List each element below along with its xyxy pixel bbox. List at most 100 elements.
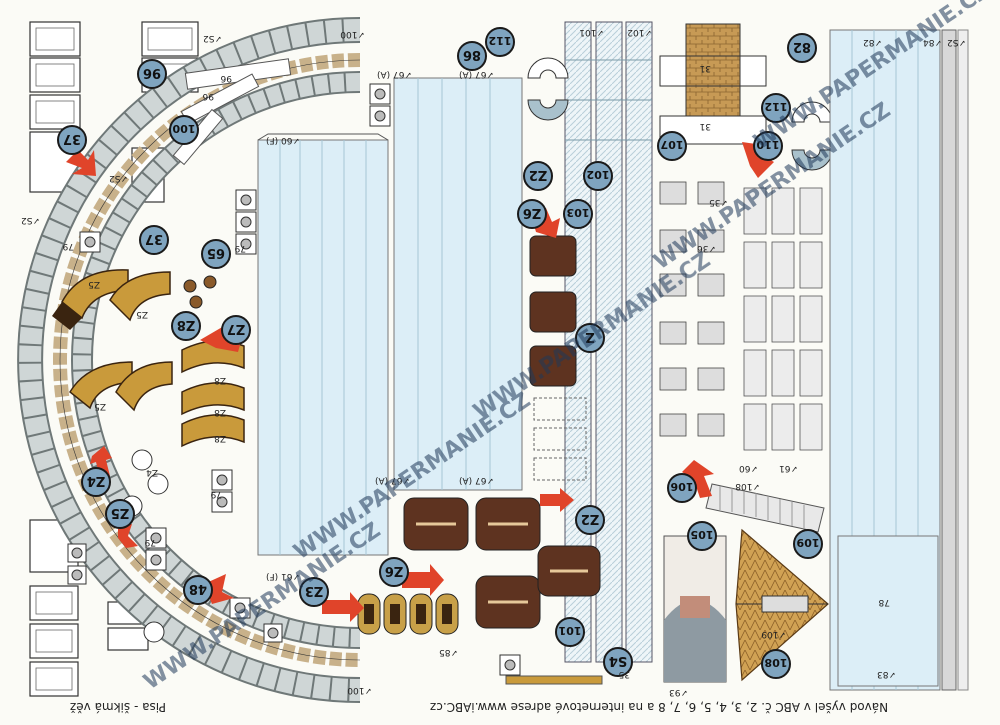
part-label: 79 bbox=[234, 243, 246, 253]
part-label: ✓67 (A) bbox=[375, 475, 410, 485]
part-badge: 109 bbox=[793, 529, 823, 559]
part-badge: 48 bbox=[183, 575, 213, 605]
part-label: 31 bbox=[700, 63, 711, 73]
inner-arch-ring bbox=[71, 71, 361, 649]
part-badge: S4 bbox=[603, 647, 633, 677]
part-label: ✓83 bbox=[877, 669, 896, 679]
badge-circle bbox=[787, 33, 817, 63]
part-label: ✓67 (A) bbox=[377, 69, 412, 79]
part-label: ✓61 (F) bbox=[266, 571, 300, 581]
badge-label: 106 bbox=[670, 480, 693, 493]
part-label: ✓101 bbox=[579, 27, 604, 37]
badge-circle bbox=[171, 311, 201, 341]
badge-circle bbox=[105, 499, 135, 529]
part-label: ✓100 bbox=[340, 29, 365, 39]
badge-circle bbox=[81, 467, 111, 497]
badge-circle bbox=[299, 577, 329, 607]
badge-circle bbox=[169, 115, 199, 145]
part-label: Z8 bbox=[214, 375, 226, 385]
badge-circle bbox=[603, 647, 633, 677]
part-label: ✓S2 bbox=[109, 173, 128, 183]
badge-label: 103 bbox=[567, 206, 590, 219]
arrow-icon bbox=[66, 150, 96, 176]
part-label: Z5 bbox=[136, 309, 148, 319]
part-badge: 112 bbox=[485, 27, 515, 57]
badge-label: 108 bbox=[765, 656, 788, 669]
roof-cone bbox=[735, 528, 829, 682]
gold-strip bbox=[505, 675, 603, 685]
panel-60F bbox=[257, 133, 389, 556]
part-label: ✓102 bbox=[627, 27, 652, 37]
part-label: ✓35 bbox=[709, 197, 728, 207]
badge-label: 48 bbox=[189, 581, 207, 596]
square-pieces-79 bbox=[67, 83, 521, 676]
stair-strip-108 bbox=[705, 483, 825, 533]
badge-circle bbox=[575, 505, 605, 535]
badge-label: 100 bbox=[172, 122, 195, 135]
part-label: 35 bbox=[619, 669, 630, 679]
badge-circle bbox=[583, 161, 613, 191]
part-label: Z4 bbox=[146, 467, 158, 477]
part-label: ✓60 (F) bbox=[266, 135, 300, 145]
frame-piece bbox=[107, 627, 149, 651]
part-badge: 105 bbox=[687, 521, 717, 551]
part-label: 79 bbox=[210, 489, 222, 499]
badge-circle bbox=[657, 131, 687, 161]
part-badge: 65 bbox=[201, 239, 231, 269]
circle-pieces-z4 bbox=[121, 449, 169, 643]
frame-piece bbox=[29, 94, 81, 130]
badge-label: 96 bbox=[143, 65, 161, 80]
part-badge: 101 bbox=[555, 617, 585, 647]
frame-piece bbox=[29, 57, 81, 93]
badge-label: 37 bbox=[63, 131, 81, 146]
part-label: ✓36 bbox=[697, 243, 716, 253]
part-label: ✓67 (A) bbox=[459, 69, 494, 79]
frame-piece bbox=[29, 623, 79, 659]
part-label: ✓67 (A) bbox=[459, 475, 494, 485]
badge-circle bbox=[667, 473, 697, 503]
part-badge: Z8 bbox=[171, 311, 201, 341]
part-label: ✓108 bbox=[735, 481, 760, 491]
badge-circle bbox=[379, 557, 409, 587]
part-badge: 37 bbox=[139, 225, 169, 255]
badge-label: 82 bbox=[793, 39, 811, 54]
badge-label: 37 bbox=[145, 231, 163, 246]
part-label: ✓61 bbox=[779, 463, 798, 473]
part-label: Z5 bbox=[88, 279, 100, 289]
part-badge: Z2 bbox=[575, 505, 605, 535]
badge-circle bbox=[221, 315, 251, 345]
badge-label: 102 bbox=[587, 168, 610, 181]
arrow-icon bbox=[90, 446, 112, 478]
badge-label: 112 bbox=[765, 100, 788, 113]
badge-label: Z5 bbox=[111, 505, 129, 520]
badge-circle bbox=[761, 649, 791, 679]
part-badge: Z2 bbox=[523, 161, 553, 191]
part-label: 79 bbox=[62, 241, 74, 251]
badge-label: 112 bbox=[489, 34, 512, 47]
badge-label: Z2 bbox=[529, 167, 547, 182]
badge-label: 65 bbox=[207, 245, 225, 260]
part-badge: Z7 bbox=[221, 315, 251, 345]
part-badge: 107 bbox=[657, 131, 687, 161]
arch-piece-105 bbox=[663, 535, 727, 683]
cap-strip-84 bbox=[837, 535, 939, 687]
badge-circle bbox=[139, 225, 169, 255]
part-label: Z8 bbox=[214, 407, 226, 417]
arrow-icon bbox=[682, 460, 714, 498]
arrow-icon bbox=[200, 324, 246, 352]
badge-circle bbox=[183, 575, 213, 605]
badge-label: 105 bbox=[691, 528, 714, 541]
badge-circle bbox=[517, 199, 547, 229]
footer-note: Návod vyšel v ABC č. 2, 3, 4, 5, 6, 7, 8… bbox=[430, 700, 889, 714]
part-label: ✓85 bbox=[439, 647, 458, 657]
badge-circle bbox=[753, 131, 783, 161]
column-grid bbox=[743, 187, 823, 451]
badge-circle bbox=[485, 27, 515, 57]
drum-pieces-z3 bbox=[357, 593, 459, 635]
panel-86 bbox=[393, 77, 523, 491]
part-label: ✓S2 bbox=[203, 33, 222, 43]
part-badge: 96 bbox=[137, 59, 167, 89]
frame-piece bbox=[29, 661, 79, 697]
